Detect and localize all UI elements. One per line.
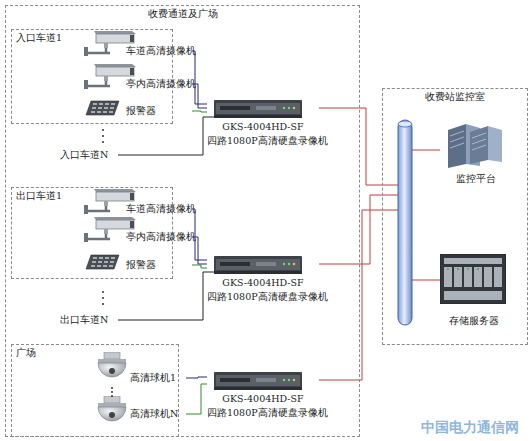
connector-line [192, 84, 207, 108]
lane-label: 入口车道N [60, 149, 108, 161]
connector-line [319, 210, 382, 380]
connector-line [319, 108, 382, 185]
node-label: 报警器 [126, 258, 192, 272]
node-label: 监控平台 [456, 173, 496, 185]
node-label: 四路1080P高清硬盘录像机 [207, 290, 319, 304]
device-node: 存储服务器 [429, 253, 519, 327]
connector-line [186, 384, 207, 414]
device-node: 监控平台 [433, 119, 519, 185]
dvr-icon [214, 256, 302, 274]
connector-line [192, 237, 207, 264]
device-node: 高清球机1 [94, 371, 186, 385]
group-title: 出口车道1 [16, 190, 62, 202]
node-label: 亭内高清摄像机 [126, 77, 192, 91]
dome-camera-icon [98, 396, 126, 421]
node-label: 高清球机N [130, 407, 186, 421]
device-node: 亭内高清摄像机 [82, 230, 192, 244]
group-box: 广场高清球机1高清球机N [11, 344, 179, 437]
group-title: 入口车道1 [16, 32, 62, 44]
node-label: 四路1080P高清硬盘录像机 [207, 406, 319, 420]
connector-line [319, 195, 382, 264]
group-box: 出口车道1车道高清摄像机亭内高清摄像机报警器 [11, 187, 173, 279]
node-label: 高清球机1 [130, 371, 186, 385]
node-label: 报警器 [126, 104, 192, 118]
ellipsis-dots [102, 129, 113, 397]
keypad-icon [86, 255, 119, 269]
node-label: GKS-4004HD-SF [207, 276, 319, 290]
node-label: 亭内高清摄像机 [126, 230, 192, 244]
group-box: 收费站监控室监控平台存储服务器 [382, 88, 528, 345]
dome-camera-icon [98, 352, 126, 377]
connector-line [192, 51, 207, 104]
device-node: 高清球机N [94, 407, 186, 421]
node-label: 车道高清摄像机 [126, 44, 192, 58]
lane-label: 出口车道N [60, 314, 108, 326]
group-title: 收费站监控室 [383, 91, 527, 103]
node-label: 车道高清摄像机 [126, 202, 192, 216]
node-label: GKS-4004HD-SF [207, 120, 319, 134]
server-icon [448, 124, 502, 168]
device-node: 车道高清摄像机 [82, 202, 192, 216]
storage-icon [440, 254, 506, 304]
device-node: 亭内高清摄像机 [82, 77, 192, 91]
group-title: 收费通道及广场 [6, 8, 359, 20]
connector-line [192, 209, 207, 260]
recorder-node: GKS-4004HD-SF四路1080P高清硬盘录像机 [207, 373, 319, 419]
network-bus [398, 120, 412, 325]
recorder-node: GKS-4004HD-SF四路1080P高清硬盘录像机 [207, 101, 319, 147]
device-node: 车道高清摄像机 [82, 44, 192, 58]
group-box: 入口车道1车道高清摄像机亭内高清摄像机报警器 [11, 29, 173, 124]
connector-line [192, 111, 207, 112]
lane-n-wires [118, 117, 214, 320]
connector-line [186, 377, 207, 378]
recorder-node: GKS-4004HD-SF四路1080P高清硬盘录像机 [207, 257, 319, 303]
keypad-icon [86, 101, 119, 115]
device-node: 报警器 [82, 104, 192, 118]
device-node: 报警器 [82, 258, 192, 272]
dvr-icon [214, 100, 302, 118]
node-label: GKS-4004HD-SF [207, 392, 319, 406]
node-label: 四路1080P高清硬盘录像机 [207, 134, 319, 148]
group-box: 收费通道及广场入口车道1车道高清摄像机亭内高清摄像机报警器GKS-4004HD-… [5, 5, 360, 437]
dvr-icon [214, 372, 302, 390]
node-label: 存储服务器 [449, 315, 499, 327]
watermark: 中国电力通信网 [421, 418, 519, 436]
connector-line [192, 265, 207, 268]
group-title: 广场 [16, 347, 36, 359]
